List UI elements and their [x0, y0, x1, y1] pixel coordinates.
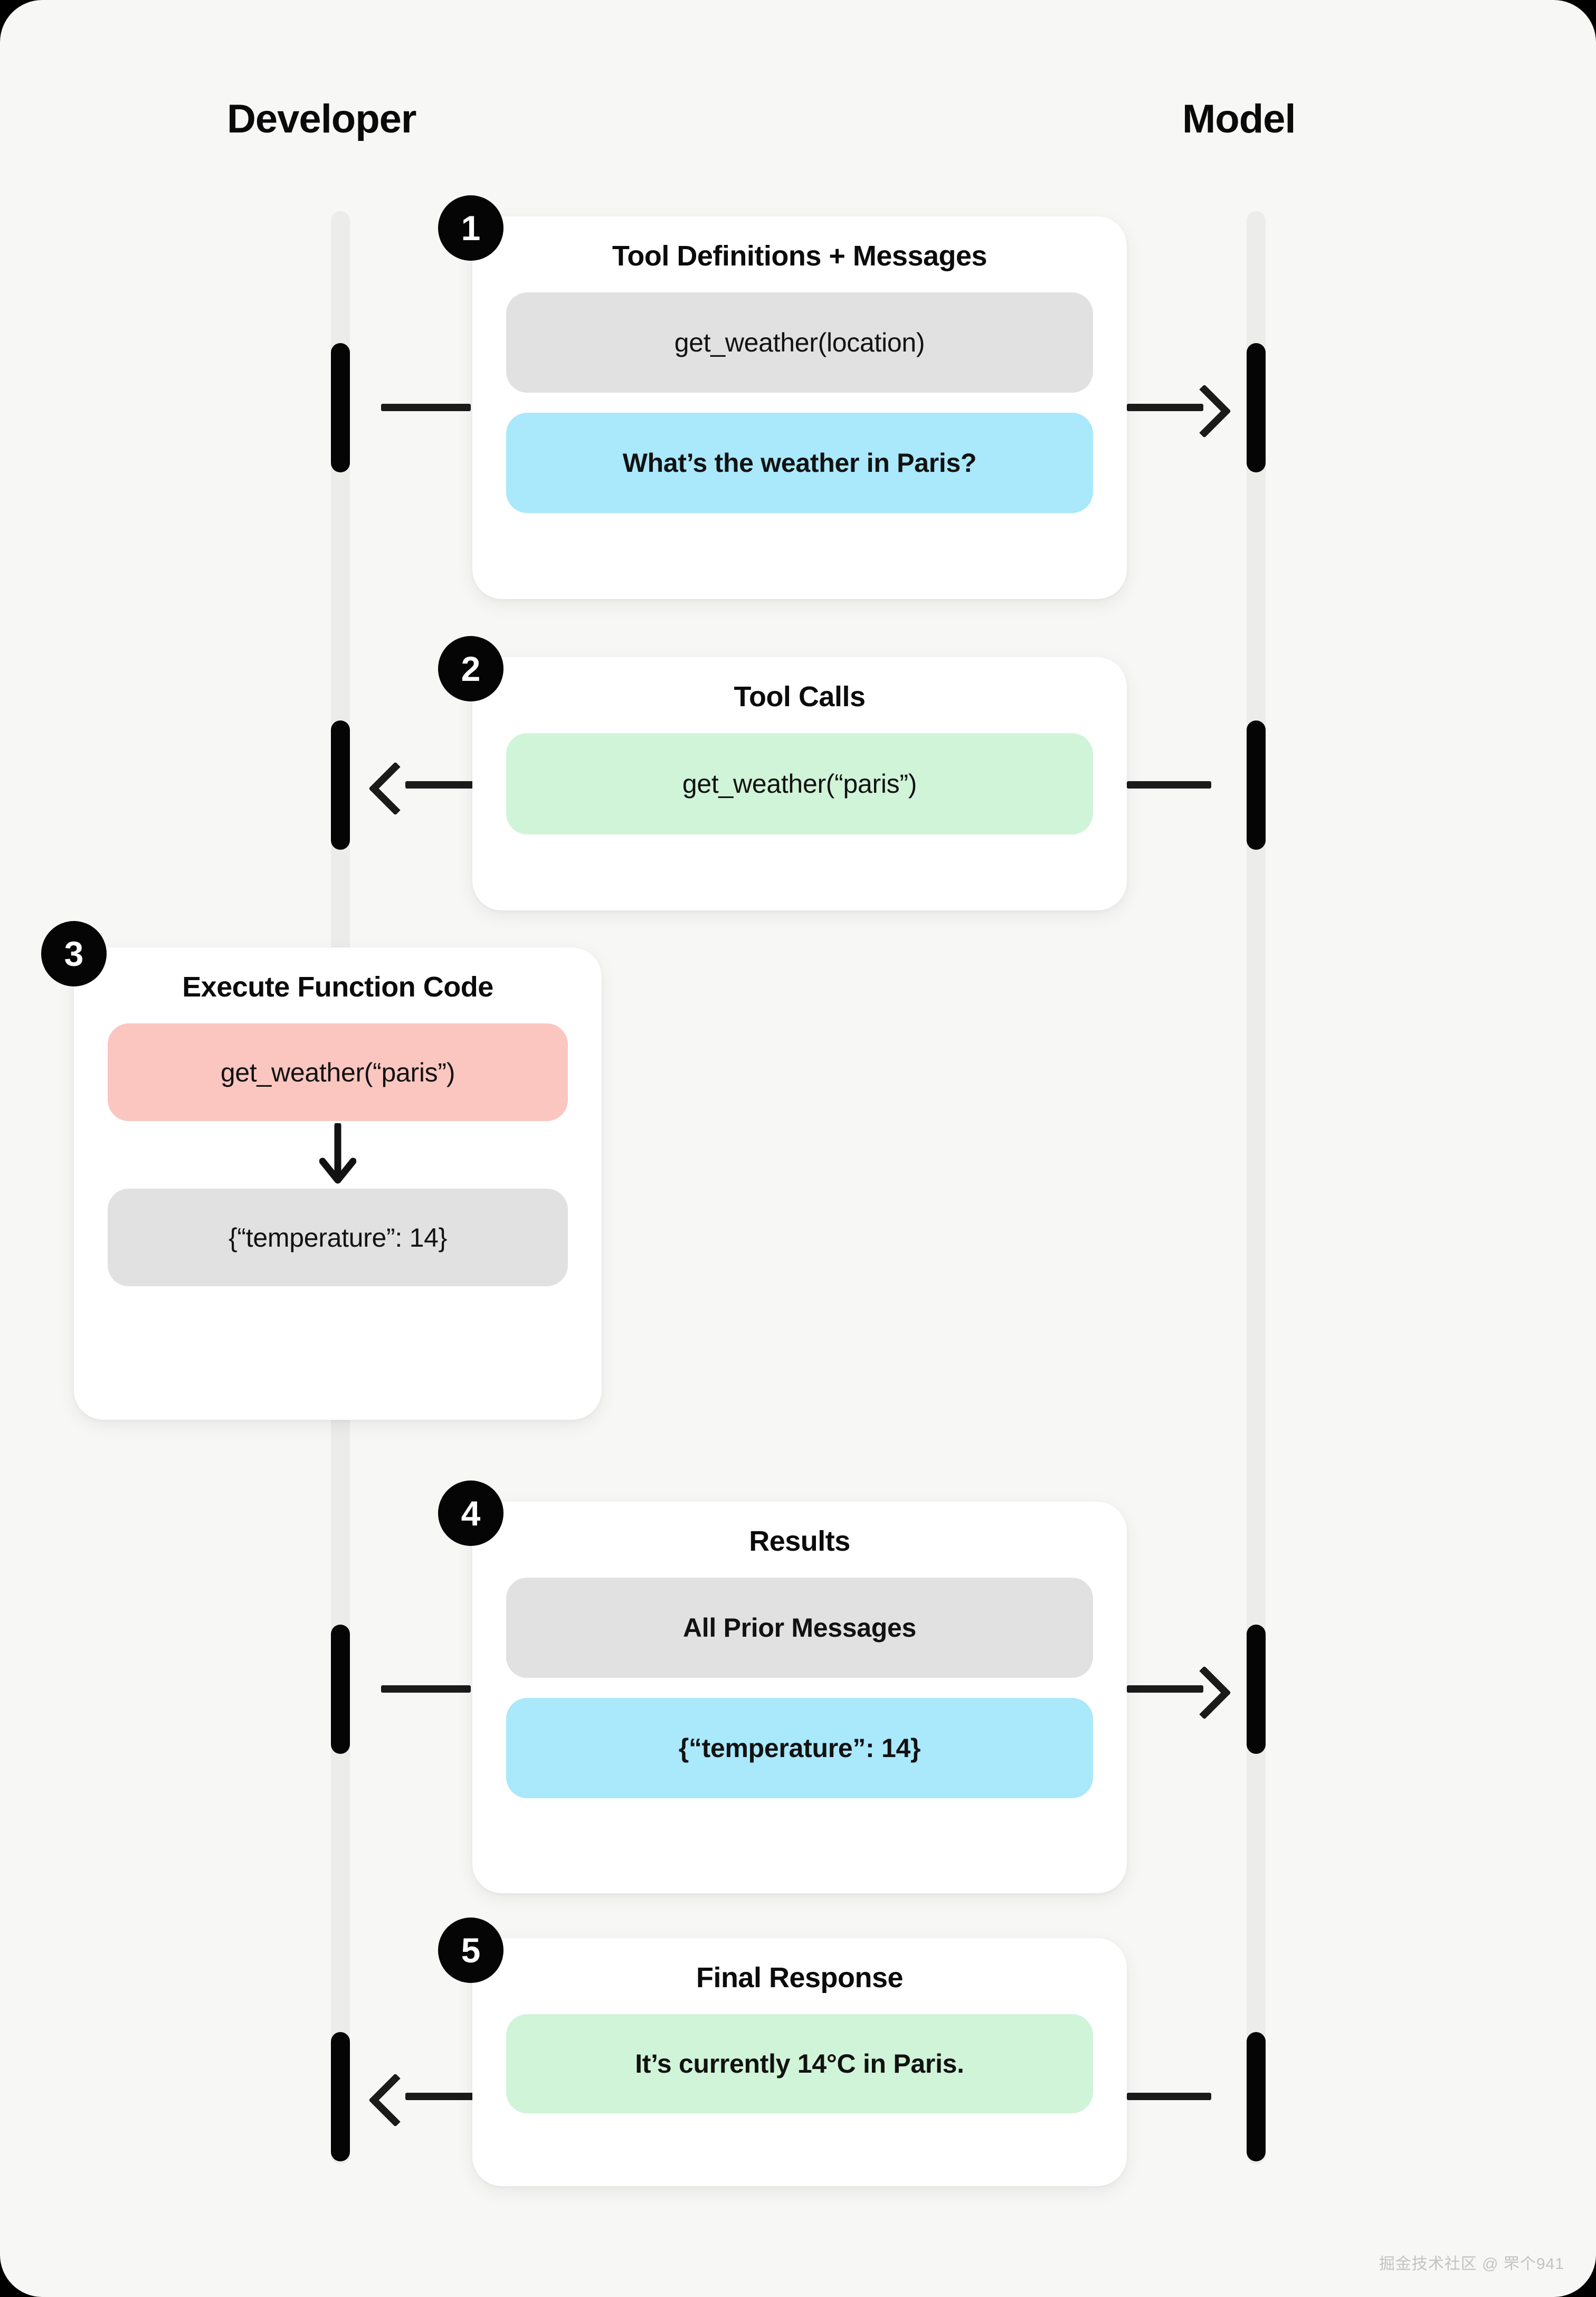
step-card-4-title: Results	[749, 1525, 850, 1557]
step-badge-5: 5	[438, 1918, 504, 1983]
step-card-2-title: Tool Calls	[734, 681, 866, 713]
step-card-3[interactable]: Execute Function Code get_weather(“paris…	[74, 947, 602, 1420]
lifeline-model	[1247, 211, 1266, 2164]
arrow-down-icon	[108, 1121, 568, 1189]
step-card-3-pill-function-result: {“temperature”: 14}	[108, 1189, 568, 1286]
step-card-1-title: Tool Definitions + Messages	[612, 240, 987, 272]
watermark: 掘金技术社区 @ 罘个941	[1379, 2255, 1564, 2273]
arrow-line-step-2-right	[1127, 781, 1211, 789]
arrow-line-step-4-right	[1127, 1685, 1203, 1693]
step-card-1-pill-tool-definition: get_weather(location)	[506, 292, 1093, 393]
arrow-head-left-step-2	[368, 762, 422, 815]
step-card-1-pill-user-message: What’s the weather in Paris?	[506, 413, 1093, 513]
step-badge-1: 1	[438, 195, 504, 261]
activation-bar-developer-step-5	[331, 2032, 350, 2161]
step-card-4-pill-tool-result: {“temperature”: 14}	[506, 1698, 1093, 1798]
column-header-model: Model	[1182, 97, 1296, 141]
step-card-5-pill-final-answer: It’s currently 14°C in Paris.	[506, 2014, 1093, 2113]
step-card-3-pill-function-call: get_weather(“paris”)	[108, 1023, 568, 1121]
step-card-2[interactable]: Tool Calls get_weather(“paris”)	[472, 657, 1127, 910]
activation-bar-developer-step-1	[331, 343, 350, 472]
arrow-line-step-5-left	[405, 2093, 474, 2100]
step-card-1[interactable]: Tool Definitions + Messages get_weather(…	[472, 216, 1127, 599]
arrow-line-step-1-left	[381, 404, 471, 411]
step-badge-3: 3	[41, 921, 107, 986]
arrow-head-right-step-4	[1177, 1666, 1231, 1720]
arrow-head-right-step-1	[1177, 384, 1231, 438]
step-card-5-title: Final Response	[696, 1962, 904, 1994]
arrow-line-step-5-right	[1127, 2093, 1211, 2100]
activation-bar-model-step-4	[1247, 1625, 1266, 1754]
arrow-line-step-2-left	[405, 781, 474, 789]
step-card-4-pill-prior-messages: All Prior Messages	[506, 1578, 1093, 1678]
step-badge-2: 2	[438, 636, 504, 701]
arrow-head-left-step-5	[368, 2073, 422, 2127]
activation-bar-model-step-2	[1247, 720, 1266, 850]
arrow-line-step-1-right	[1127, 404, 1203, 411]
activation-bar-developer-step-2	[331, 720, 350, 850]
step-card-5[interactable]: Final Response It’s currently 14°C in Pa…	[472, 1938, 1127, 2186]
activation-bar-model-step-5	[1247, 2032, 1266, 2161]
column-header-developer: Developer	[227, 97, 416, 141]
step-card-2-pill-tool-call: get_weather(“paris”)	[506, 733, 1093, 834]
activation-bar-developer-step-4	[331, 1625, 350, 1754]
step-badge-4: 4	[438, 1480, 504, 1546]
arrow-line-step-4-left	[381, 1685, 471, 1693]
step-card-4[interactable]: Results All Prior Messages {“temperature…	[472, 1502, 1127, 1893]
activation-bar-model-step-1	[1247, 343, 1266, 472]
step-card-3-title: Execute Function Code	[182, 971, 493, 1003]
